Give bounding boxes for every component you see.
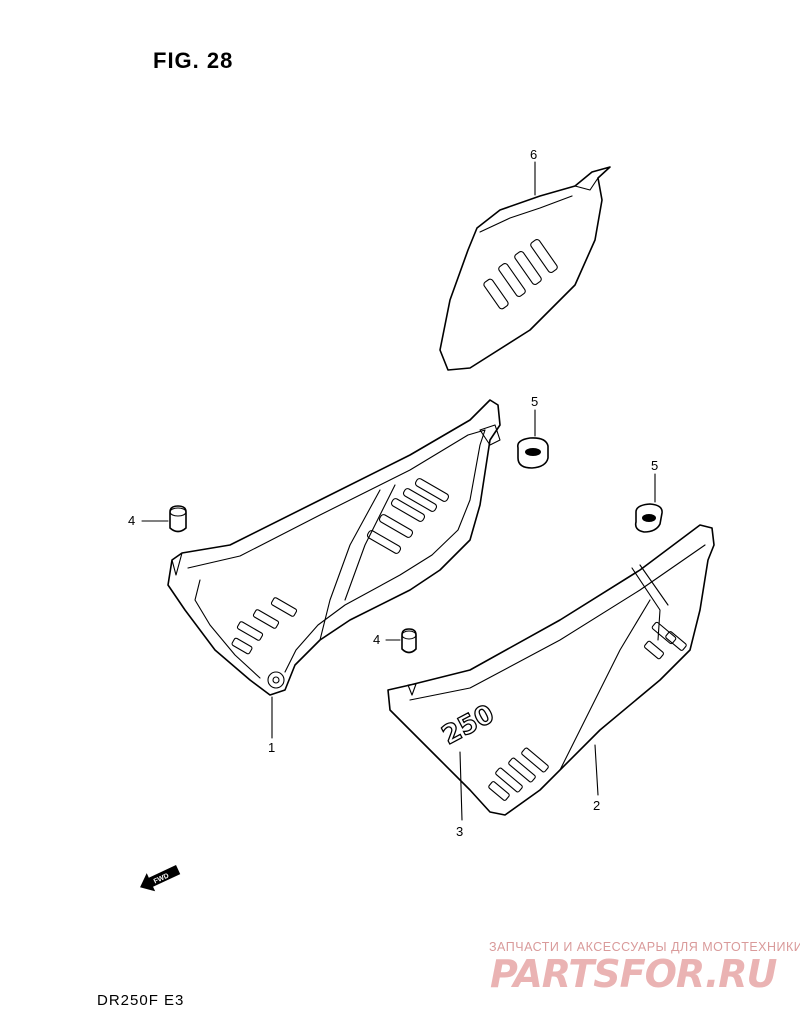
part-1-left-cover xyxy=(167,399,501,739)
figure-title: FIG. 28 xyxy=(153,48,234,73)
emblem-250-text: 250 xyxy=(437,699,499,751)
callout-4-lower: 4 xyxy=(373,632,380,647)
callout-6: 6 xyxy=(530,147,537,162)
callout-4-upper: 4 xyxy=(128,513,135,528)
watermark-logo: PARTSFOR.RU xyxy=(490,952,777,996)
fwd-arrow-icon: FWD xyxy=(140,865,181,892)
callout-3: 3 xyxy=(456,824,463,839)
part-2-right-cover xyxy=(387,524,715,816)
callout-5-upper: 5 xyxy=(531,394,538,409)
watermark-caption: ЗАПЧАСТИ И АКСЕССУАРЫ ДЛЯ МОТОТЕХНИКИ xyxy=(489,940,800,954)
part-4-cushion-upper xyxy=(141,505,187,533)
callout-2: 2 xyxy=(593,798,600,813)
fwd-label: FWD xyxy=(153,872,170,885)
callout-1: 1 xyxy=(268,740,275,755)
part-3-emblem: 250 xyxy=(437,699,500,821)
callout-5-lower: 5 xyxy=(651,458,658,473)
part-5-grommet-upper xyxy=(516,409,549,469)
model-code: DR250F E3 xyxy=(97,992,185,1009)
part-5-grommet-lower xyxy=(634,473,663,533)
part-6-decal xyxy=(439,161,611,371)
part-4-cushion-lower xyxy=(385,628,417,654)
